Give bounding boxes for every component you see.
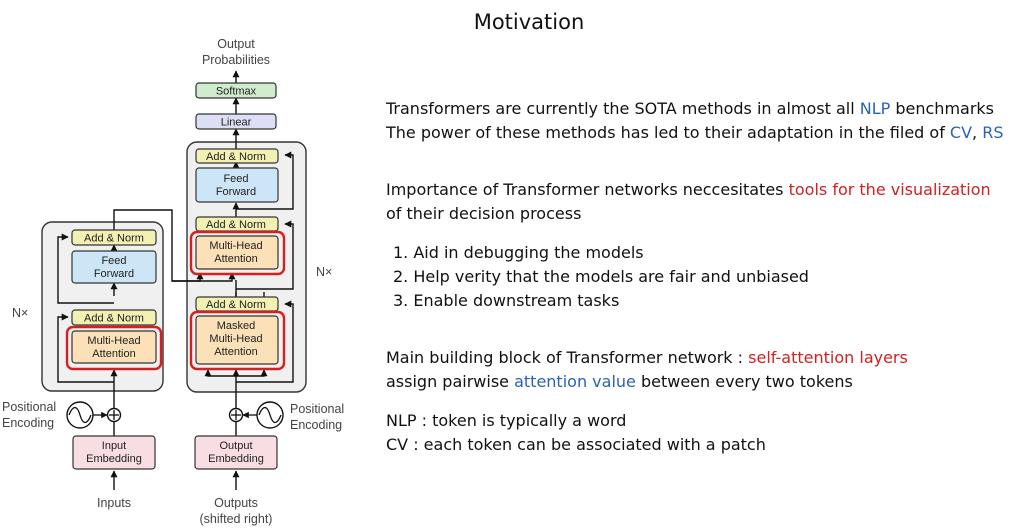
decoder-feed-forward-label-1: Feed	[223, 173, 248, 185]
encoder-positional-label-1: Positional	[2, 400, 56, 414]
decoder-positional-label-1: Positional	[290, 402, 344, 416]
encoder-add-norm-top-label: Add & Norm	[84, 233, 144, 245]
linear-label: Linear	[221, 117, 252, 129]
decoder-add-norm-top-label: Add & Norm	[206, 151, 266, 163]
text-span: Importance of Transformer networks necce…	[386, 180, 789, 199]
nlp-highlight: NLP	[859, 99, 891, 118]
output-probabilities-label-1: Output	[217, 37, 255, 51]
decoder-positional-label-2: Encoding	[290, 418, 342, 432]
output-embedding-label-1: Output	[219, 440, 252, 452]
encoder-nx-label: N×	[12, 306, 28, 320]
text-line-sota: Transformers are currently the SOTA meth…	[386, 97, 994, 121]
encoder-positional-label-2: Encoding	[2, 416, 54, 430]
text-line-adaptation: The power of these methods has led to th…	[386, 121, 1003, 145]
decoder-mha-label-2: Attention	[214, 253, 257, 265]
outputs-label-1: Outputs	[214, 496, 258, 510]
decoder-masked-multi-head-attention	[195, 315, 279, 365]
decoder-cross-attention-highlight	[189, 230, 286, 276]
output-embedding-label-2: Embedding	[208, 453, 264, 465]
encoder-stack	[41, 221, 164, 392]
decoder-nx-label: N×	[316, 265, 332, 279]
decoder-feed-forward-label-2: Forward	[216, 186, 256, 198]
softmax-label: Softmax	[216, 86, 257, 98]
encoder-add-norm-bottom-label: Add & Norm	[84, 313, 144, 325]
input-embedding-label-1: Input	[102, 440, 126, 452]
transformer-architecture-diagram: Add & Norm Feed Forward Add & Norm Multi…	[2, 37, 344, 526]
text-line-decision: of their decision process	[386, 204, 582, 223]
inputs-label: Inputs	[97, 496, 131, 510]
text-span: ,	[972, 123, 983, 142]
visualization-highlight: tools for the visualization	[788, 180, 991, 199]
list-item: 2. Help verity that the models are fair …	[393, 267, 809, 286]
encoder-feed-forward	[71, 250, 157, 284]
list-item: 1. Aid in debugging the models	[393, 243, 644, 262]
masked-mha-label-1: Masked	[217, 320, 256, 332]
encoder-attention-highlight	[65, 325, 163, 371]
linear-box	[195, 113, 277, 130]
encoder-feed-forward-label-2: Forward	[94, 268, 134, 280]
masked-mha-label-2: Multi-Head	[209, 333, 262, 345]
softmax-box	[195, 82, 277, 99]
encoder-add-norm-top	[71, 229, 157, 246]
output-probabilities-label-2: Probabilities	[202, 53, 270, 67]
text-span: Transformers are currently the SOTA meth…	[386, 99, 860, 118]
outputs-label-2: (shifted right)	[200, 512, 273, 526]
decoder-mha-label-1: Multi-Head	[209, 240, 262, 252]
attention-value-highlight: attention value	[514, 372, 636, 391]
text-span: Main building block of Transformer netwo…	[386, 348, 749, 367]
decoder-multi-head-attention	[195, 235, 279, 270]
text-line-pairwise: assign pairwise attention value between …	[386, 370, 853, 394]
rs-highlight: RS	[982, 123, 1004, 142]
text-span: The power of these methods has led to th…	[386, 123, 950, 142]
input-embedding-label-2: Embedding	[86, 453, 142, 465]
encoder-feed-forward-label-1: Feed	[101, 255, 126, 267]
text-line-nlp-token: NLP : token is typically a word	[386, 411, 627, 430]
decoder-add-norm-top	[195, 148, 279, 164]
output-embedding	[194, 435, 278, 470]
decoder-masked-attention-highlight	[189, 310, 286, 371]
masked-mha-label-3: Attention	[214, 346, 257, 358]
self-attention-highlight: self-attention layers	[748, 348, 908, 367]
encoder-mha-label-2: Attention	[92, 348, 135, 360]
encoder-multi-head-attention	[71, 330, 157, 364]
text-span: benchmarks	[890, 99, 995, 118]
slide-title: Motivation	[473, 10, 585, 34]
input-embedding	[72, 435, 156, 470]
list-item: 3. Enable downstream tasks	[393, 291, 620, 310]
encoder-add-norm-bottom	[71, 309, 157, 326]
text-line-cv-token: CV : each token can be associated with a…	[386, 435, 766, 454]
decoder-add-norm-bottom-label: Add & Norm	[206, 299, 266, 311]
decoder-feed-forward	[195, 167, 279, 203]
text-line-building-block: Main building block of Transformer netwo…	[386, 346, 908, 370]
text-span: between every two tokens	[635, 372, 853, 391]
decoder-add-norm-middle-label: Add & Norm	[206, 219, 266, 231]
text-span: assign pairwise	[386, 372, 515, 391]
cv-highlight: CV	[949, 123, 973, 142]
encoder-mha-label-1: Multi-Head	[87, 335, 140, 347]
text-line-importance: Importance of Transformer networks necce…	[386, 178, 991, 202]
